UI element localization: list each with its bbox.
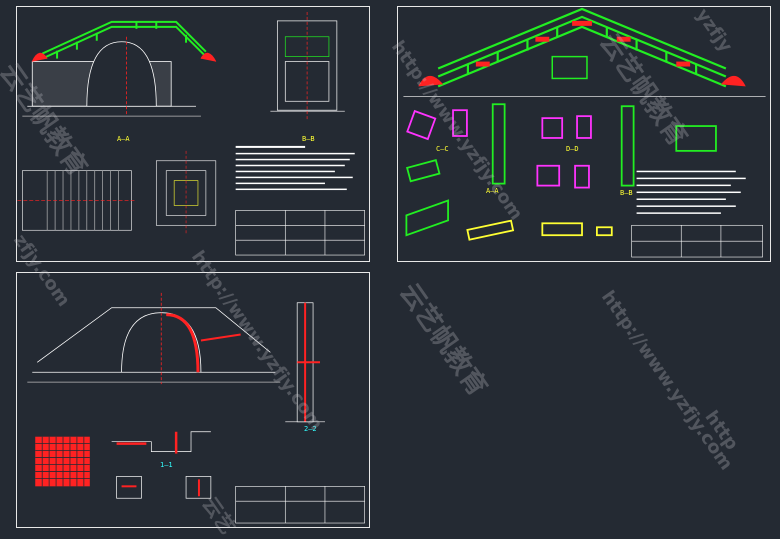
- bridge-railing: [41, 20, 207, 60]
- label-section-22: 2—2: [304, 425, 317, 433]
- post-detail: [551, 55, 588, 80]
- label-section-11: 1—1: [160, 461, 173, 469]
- rail-end-right: [720, 75, 746, 87]
- railing-red-panels: [475, 20, 691, 67]
- watermark-brand: 云艺帆教育: [393, 278, 493, 402]
- watermark-fragment: http: [700, 406, 743, 455]
- plan-view: [17, 170, 137, 231]
- title-block-3: [235, 486, 365, 524]
- pier-plan: [155, 150, 217, 236]
- detail-11: [111, 431, 212, 499]
- label-section-cc: C—C: [436, 145, 449, 153]
- railing-end-right: [200, 52, 217, 62]
- sheet-1-drawing: [17, 11, 365, 256]
- rail-panel-detail: [405, 199, 449, 237]
- title-block: [235, 210, 365, 256]
- label-section-aa: A—A: [117, 135, 130, 143]
- drawing-sheet-1[interactable]: A—A B—B: [16, 6, 370, 262]
- sheet-3-drawing: [27, 292, 365, 524]
- section-bb-view: [270, 11, 345, 122]
- notes-block-2: [636, 170, 746, 214]
- label-section-bb: B—B: [302, 135, 315, 143]
- rail-end-left: [418, 75, 444, 87]
- railing-elevation: [437, 7, 727, 88]
- pier-section: [285, 302, 325, 423]
- notes-block: [235, 145, 355, 191]
- watermark-url: http://www.yzfjy.com: [596, 286, 737, 475]
- sheet-2-drawing: [403, 7, 766, 258]
- rebar-mesh: [35, 436, 90, 487]
- bridge-elevation: [22, 36, 201, 117]
- label-section-dd: D—D: [566, 145, 579, 153]
- drawing-sheet-3[interactable]: 1—1 2—2: [16, 272, 370, 528]
- label-section-bb-2: B—B: [620, 189, 633, 197]
- label-section-aa-2: A—A: [486, 187, 499, 195]
- arch-rebar-red: [166, 313, 200, 373]
- title-block-2: [631, 224, 763, 258]
- detail-pieces: [405, 103, 717, 241]
- drawing-sheet-2[interactable]: C—C D—D A—A B—B: [397, 6, 771, 262]
- arch-reinforcement: [27, 292, 281, 385]
- railing-end-left: [31, 52, 48, 62]
